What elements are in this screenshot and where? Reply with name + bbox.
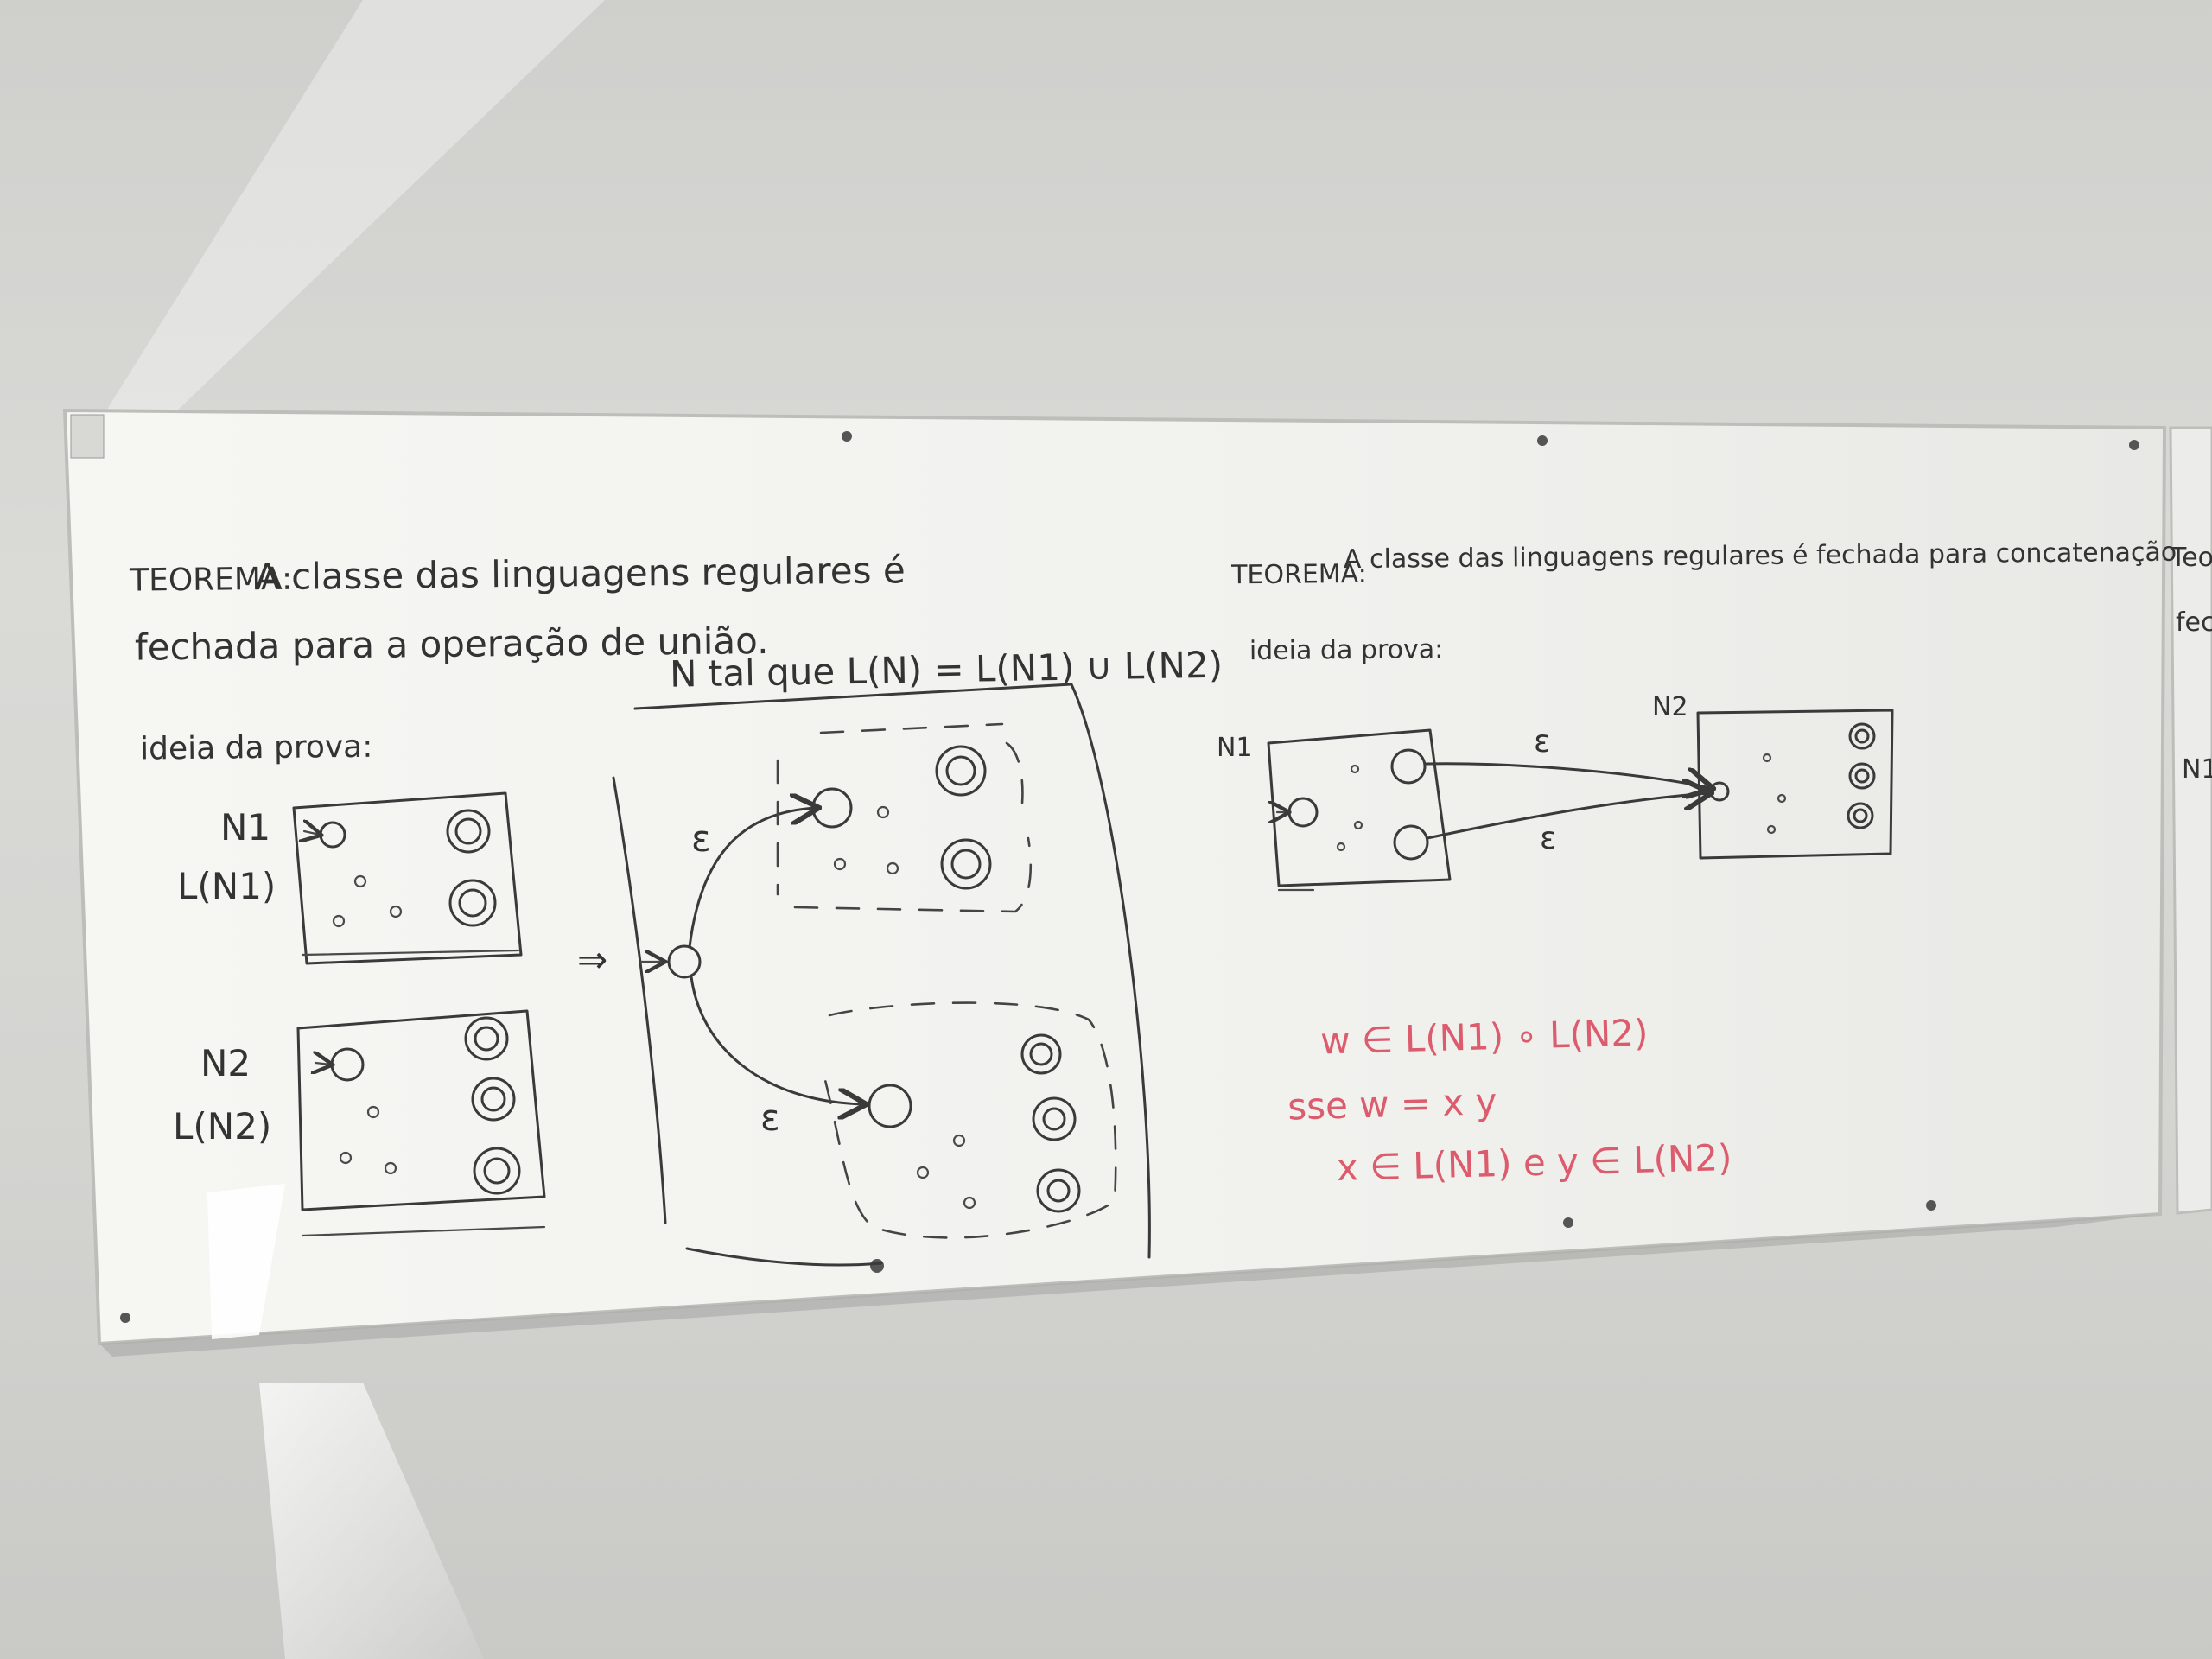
left-theorem-line1: A classe das linguagens regulares é <box>255 549 906 598</box>
left-theorem: TEOREMA: A classe das linguagens regular… <box>129 549 906 767</box>
ln1-label: L(N1) <box>177 865 276 907</box>
magnet <box>1537 435 1548 446</box>
edge-fragment-2: fech <box>2176 607 2212 638</box>
union-heading: N tal que L(N) = L(N1) ∪ L(N2) <box>670 644 1224 696</box>
edge-fragment-3: N1 <box>2182 754 2212 785</box>
right-theorem-label: TEOREMA: <box>1230 559 1367 590</box>
edge-fragment-1: Teore <box>2170 543 2212 573</box>
magnet <box>842 431 852 442</box>
right-proof-idea: ideia da prova: <box>1249 634 1444 666</box>
right-theorem: TEOREMA: A classe das linguagens regular… <box>1230 537 2177 666</box>
red-note-line2: sse w = x y <box>1287 1080 1497 1128</box>
whiteboard-adjacent <box>2169 426 2212 1215</box>
concat-epsilon-bottom: ε <box>1540 821 1556 856</box>
red-note-line3: x ∈ L(N1) e y ∈ L(N2) <box>1336 1136 1732 1189</box>
board-label-sticker <box>70 414 105 459</box>
left-theorem-label: TEOREMA: <box>129 562 292 599</box>
magnet <box>120 1313 130 1323</box>
ln2-label: L(N2) <box>173 1105 271 1147</box>
magnet <box>1926 1200 1936 1211</box>
concat-n1-label: N1 <box>1217 733 1253 763</box>
n1-label: N1 <box>220 806 270 849</box>
n2-label: N2 <box>200 1042 251 1084</box>
union-automaton: ε ε <box>612 683 1151 1267</box>
right-theorem-line1: A classe das linguagens regulares é fech… <box>1344 537 2177 575</box>
magnet <box>870 1259 884 1273</box>
left-proof-idea: ideia da prova: <box>140 729 373 767</box>
magnet <box>2129 440 2139 450</box>
light-beam <box>104 0 605 415</box>
adjacent-board-fragments: Teore fech N1 <box>2170 543 2212 785</box>
red-notes: w ∈ L(N1) ∘ L(N2) sse w = x y x ∈ L(N1) … <box>1287 1012 1732 1189</box>
union-epsilon-bottom: ε <box>760 1096 780 1139</box>
concatenation-automaton: N1 N2 ε ε <box>1217 692 1894 892</box>
board-tray <box>99 1214 2160 1357</box>
n1-automaton: N1 L(N1) <box>177 791 523 965</box>
magnet <box>1563 1217 1573 1228</box>
concat-n2-label: N2 <box>1652 692 1688 722</box>
concat-epsilon-top: ε <box>1534 724 1550 760</box>
implies-arrow: ⇒ <box>577 938 607 981</box>
board-glare <box>207 1184 285 1339</box>
union-epsilon-top: ε <box>691 817 711 860</box>
n2-automaton: N2 L(N2) <box>173 1009 546 1237</box>
left-theorem-line2: fechada para a operação de união. <box>135 620 769 669</box>
light-glare-bottom <box>259 1382 484 1659</box>
red-note-line1: w ∈ L(N1) ∘ L(N2) <box>1320 1012 1649 1063</box>
